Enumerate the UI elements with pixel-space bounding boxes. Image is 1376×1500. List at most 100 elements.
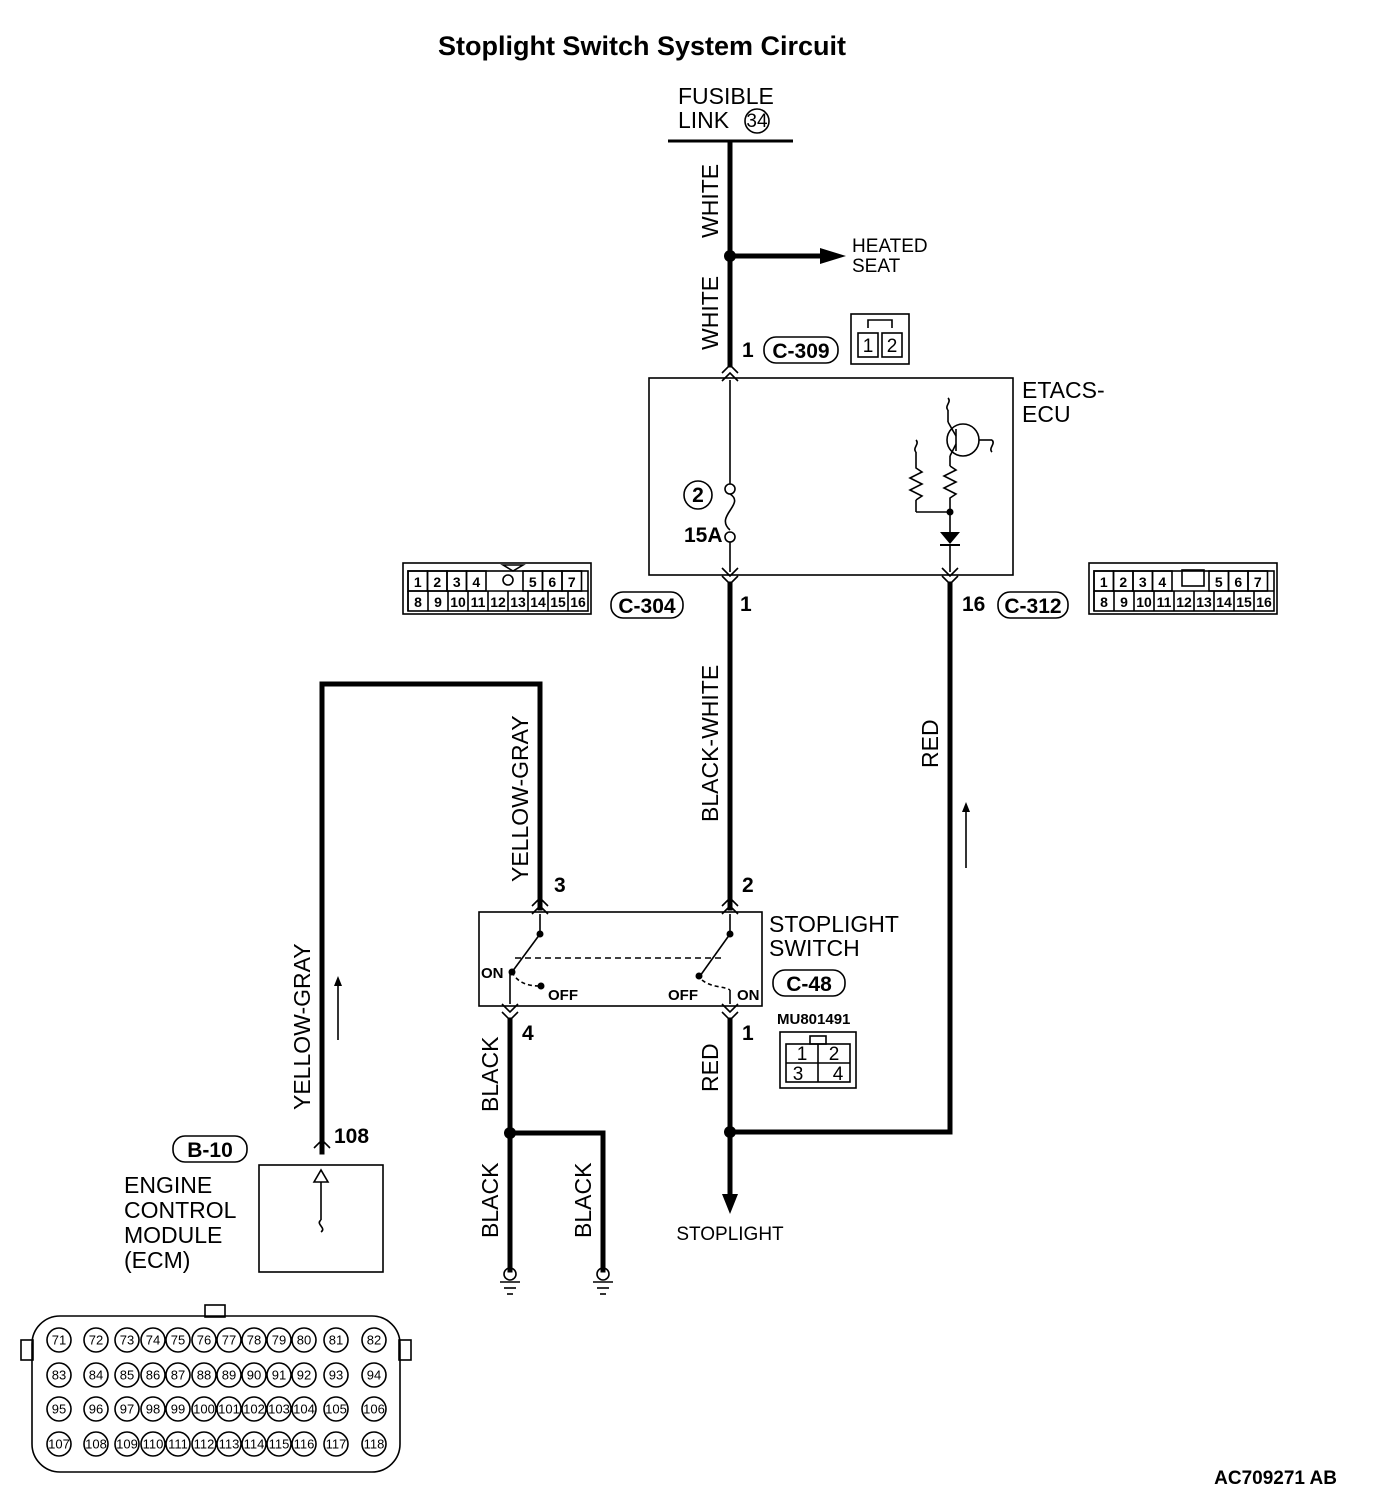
ecm-pin-88: 88 [197, 1368, 211, 1383]
c304-pin-1: 1 [414, 574, 422, 590]
ecm-pin-93: 93 [329, 1368, 343, 1383]
fuse-rating: 15A [684, 524, 723, 547]
ground-symbol-2 [593, 1267, 613, 1295]
switch-off-right: OFF [668, 987, 698, 1004]
c312-pin-16: 16 [1256, 594, 1272, 610]
ecm-label-line4: (ECM) [124, 1247, 190, 1273]
ecm-pin-circle [46, 1362, 72, 1388]
ecm-pin-circle [291, 1396, 317, 1422]
ecm-connector-body [31, 1315, 401, 1473]
resistor-right [942, 465, 958, 500]
ecm-pin-circle [323, 1327, 349, 1353]
ecm-pin-circle [216, 1396, 242, 1422]
wire-color-white-lower: WHITE [697, 276, 723, 350]
switch-pin-2: 2 [742, 874, 754, 897]
wire-color-red-lower: RED [697, 1043, 723, 1092]
ecm-pin-87: 87 [171, 1368, 185, 1383]
ecm-pin-circle [266, 1396, 292, 1422]
fuse-number-circle [683, 480, 713, 510]
ecm-pin-circle [165, 1362, 191, 1388]
wire-color-white-upper: WHITE [697, 164, 723, 238]
etacs-label-line2: ECU [1022, 401, 1071, 427]
ecm-pin-71: 71 [52, 1333, 66, 1348]
ecm-pin-110: 110 [143, 1437, 164, 1452]
ecm-label-line3: MODULE [124, 1222, 222, 1248]
c304-pin-13: 13 [510, 594, 526, 610]
ecm-pin-circle [83, 1327, 109, 1353]
c312-pin-4: 4 [1158, 574, 1166, 590]
c312-pin-12: 12 [1176, 594, 1192, 610]
ecm-box [258, 1164, 384, 1273]
ecm-pin-circle [140, 1431, 166, 1457]
ground-symbol-1 [500, 1267, 520, 1295]
b10-pin: 108 [334, 1125, 369, 1148]
wire-yellow-gray [319, 681, 543, 1155]
c312-pin-5: 5 [1215, 574, 1223, 590]
c304-pin-2: 2 [433, 574, 441, 590]
c312-pin-3: 3 [1139, 574, 1147, 590]
c304-pin-12: 12 [490, 594, 506, 610]
engine-control-module: B-10 108 ENGINE CONTROL MODULE (ECM) [124, 1125, 384, 1273]
ecm-pin-80: 80 [297, 1333, 311, 1348]
c309-pin-2: 2 [887, 336, 898, 357]
connector-c309: 1 C-309 1 2 [742, 313, 910, 365]
c304-pin-6: 6 [548, 574, 556, 590]
figure-id: AC709271 AB [1214, 1468, 1337, 1489]
arrow-flow-red [962, 802, 970, 812]
ecm-pin-circle [83, 1396, 109, 1422]
c304-id: C-304 [618, 595, 676, 618]
ecm-pin-circle [323, 1362, 349, 1388]
c48-pin-3: 3 [793, 1064, 804, 1085]
switch-off-left: OFF [548, 987, 578, 1004]
c312-pin-11: 11 [1157, 594, 1172, 610]
c312-id: C-312 [1004, 595, 1061, 618]
ecm-pin-circle [241, 1327, 267, 1353]
ecm-pin-circle [165, 1396, 191, 1422]
arrow-heated-seat [820, 248, 846, 264]
c48-icon [779, 1031, 857, 1089]
ecm-pin-circle [165, 1431, 191, 1457]
ecm-pin-circle [216, 1431, 242, 1457]
ecm-pin-81: 81 [329, 1333, 343, 1348]
ecm-pin-circle [266, 1362, 292, 1388]
c304-pin-3: 3 [453, 574, 461, 590]
ecm-pin-circle [114, 1362, 140, 1388]
fusible-link-number-circle [744, 108, 770, 134]
ecm-pin-89: 89 [222, 1368, 236, 1383]
wire-color-black-white: BLACK-WHITE [697, 665, 723, 822]
c304-pin-11: 11 [471, 594, 486, 610]
ecm-pin-circle [361, 1431, 387, 1457]
switch-label-line1: STOPLIGHT [769, 911, 899, 937]
fuse-element [724, 493, 736, 531]
wire-color-black-2: BLACK [477, 1162, 503, 1238]
ecm-pin-101: 101 [218, 1402, 240, 1417]
ecm-pin-circle [114, 1431, 140, 1457]
c48-pin-1: 1 [797, 1044, 808, 1065]
ecm-pin-76: 76 [197, 1333, 211, 1348]
ecm-pin-86: 86 [146, 1368, 160, 1383]
ecm-pin-113: 113 [219, 1437, 240, 1452]
ecm-pin-111: 111 [168, 1437, 188, 1452]
ecm-pin-74: 74 [146, 1333, 160, 1348]
ecm-pin-72: 72 [89, 1333, 103, 1348]
c312-pin-10: 10 [1136, 594, 1152, 610]
ecm-pin-118: 118 [364, 1437, 385, 1452]
stoplight-label: STOPLIGHT [676, 1224, 784, 1245]
ecm-pin-105: 105 [325, 1402, 347, 1417]
wire-color-black-1: BLACK [477, 1036, 503, 1112]
ecm-pin-112: 112 [194, 1437, 215, 1452]
ecm-pin-109: 109 [116, 1437, 138, 1452]
ecm-pin-77: 77 [222, 1333, 236, 1348]
b10-badge [172, 1135, 248, 1163]
etacs-ecu: ETACS- ECU 2 15A [648, 363, 1105, 586]
etacs-ecu-box [648, 377, 1014, 576]
wire-color-red-right: RED [917, 719, 943, 768]
ecm-pin-83: 83 [52, 1368, 66, 1383]
ecm-pin-99: 99 [171, 1402, 185, 1417]
arrow-flow-yellow [334, 976, 342, 986]
ecm-pin-circle [140, 1362, 166, 1388]
c48-pin-4: 4 [833, 1064, 844, 1085]
c312-pin-9: 9 [1120, 594, 1128, 610]
